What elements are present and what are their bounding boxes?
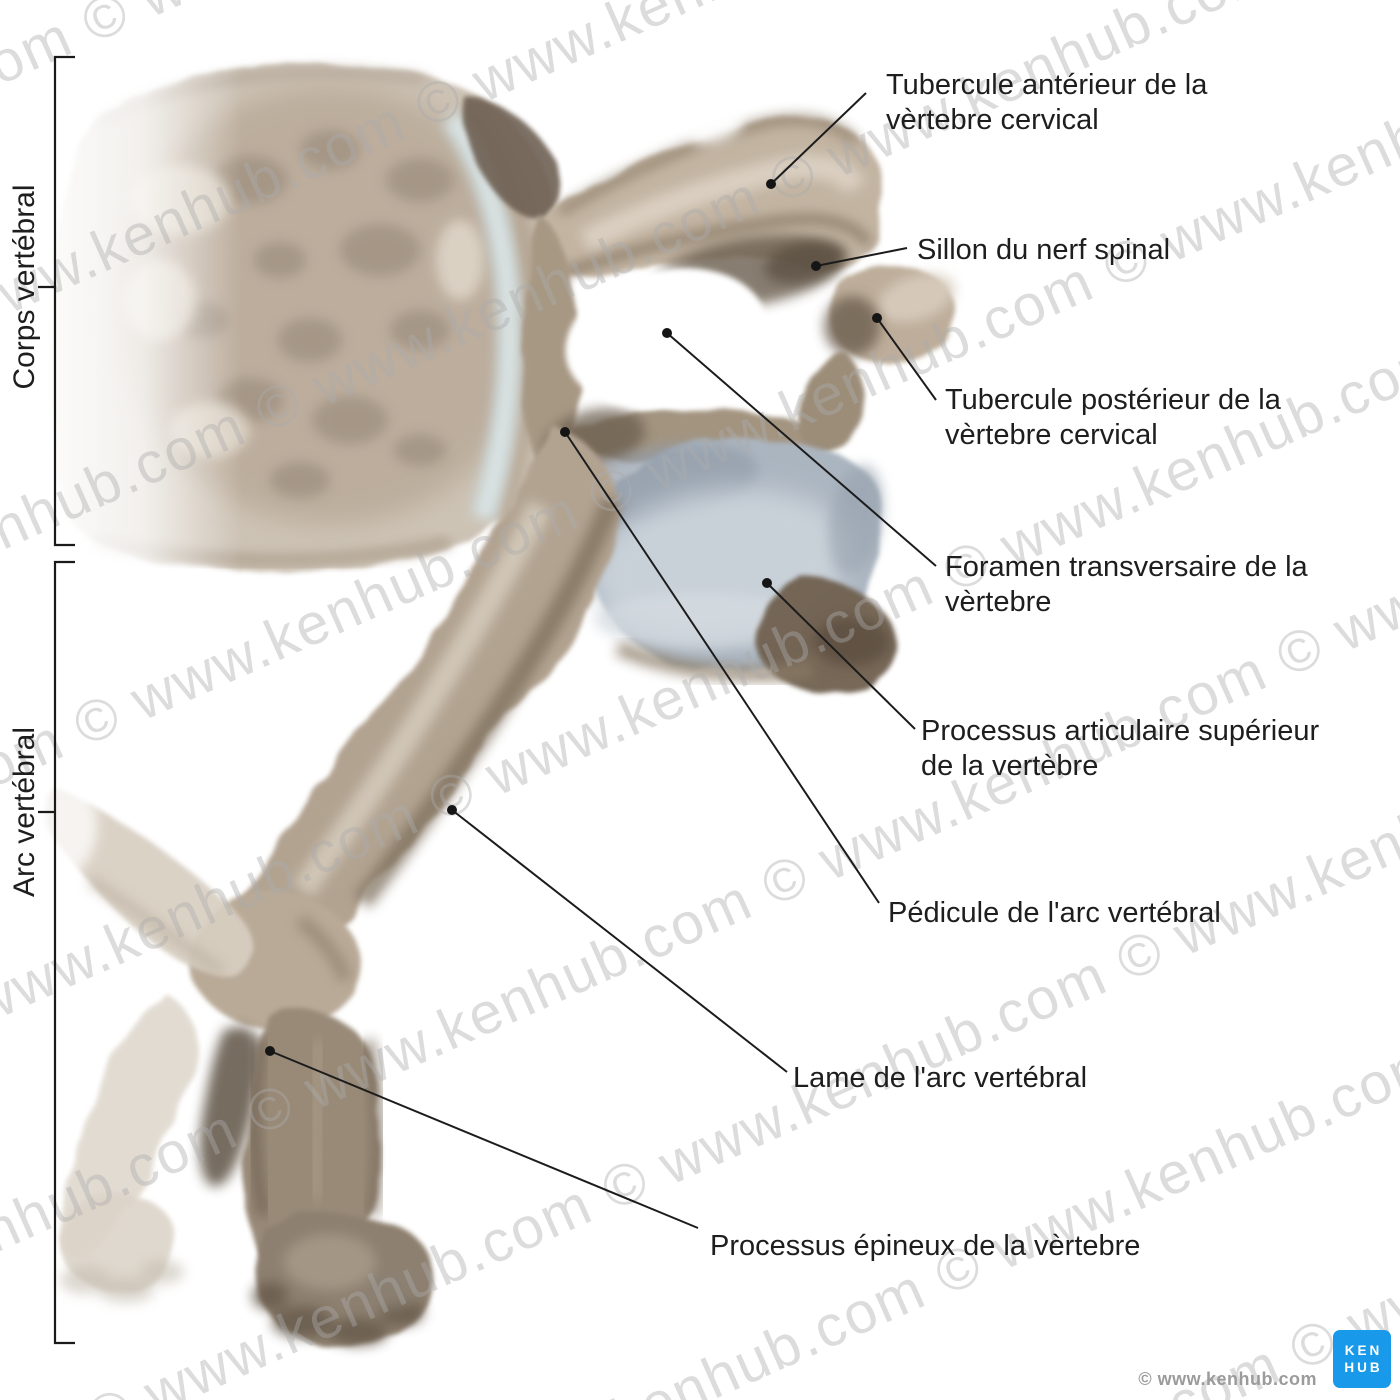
leader-line-tubercule-posterieur: [876, 317, 937, 401]
kenhub-logo: KEN HUB: [1333, 1330, 1391, 1388]
pedicle-lamina-shape: [215, 428, 622, 1007]
leader-line-sillon-nerf-spinal: [815, 247, 908, 267]
pointer-dot-tubercule-anterieur: [766, 179, 776, 189]
articular-facet-shape: [570, 438, 900, 693]
spinous-process-shape: [7, 771, 435, 1347]
leader-line-foramen-transversaire: [666, 332, 937, 567]
leader-line-tubercule-anterieur: [770, 92, 867, 185]
pointer-dot-sillon-nerf-spinal: [811, 261, 821, 271]
kenhub-logo-text-bottom: HUB: [1344, 1360, 1383, 1375]
leader-line-pedicule: [564, 431, 880, 904]
kenhub-logo-text-top: KEN: [1344, 1343, 1383, 1358]
bracket-corps-vertebral: [38, 55, 75, 547]
vertebral-body-shape: [22, 45, 569, 605]
foramen-transversarium-opening: [565, 267, 767, 409]
pointer-dot-foramen-transversaire: [662, 328, 672, 338]
pointer-dot-processus-articulaire: [762, 578, 772, 588]
pointer-dot-lame: [447, 805, 457, 815]
leader-line-lame: [451, 809, 788, 1073]
copyright-text: © www.kenhub.com: [1138, 1369, 1317, 1389]
pointer-dot-pedicule: [560, 427, 570, 437]
bracket-arc-vertebral: [38, 560, 75, 1345]
leader-line-processus-epineux: [269, 1050, 699, 1229]
pointer-dot-tubercule-posterieur: [872, 313, 882, 323]
pointer-dot-processus-epineux: [265, 1046, 275, 1056]
leader-line-processus-articulaire: [766, 582, 916, 730]
